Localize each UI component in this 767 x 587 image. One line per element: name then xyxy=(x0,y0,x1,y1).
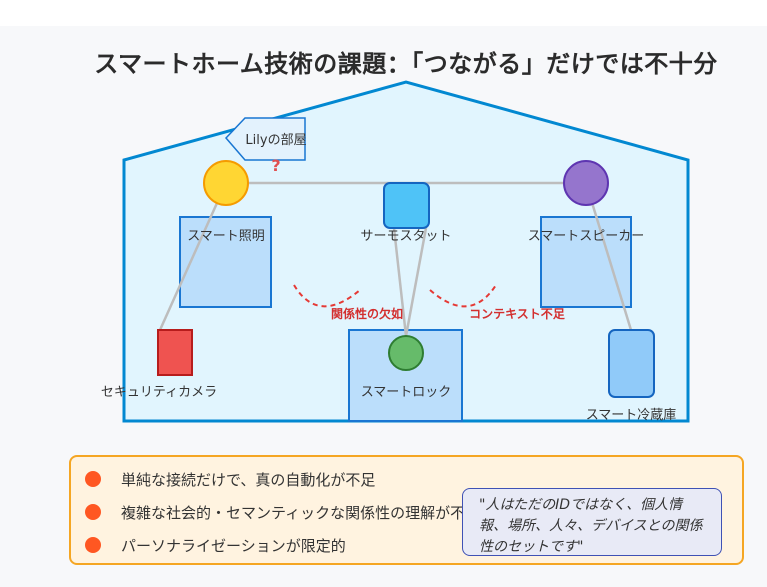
lighting-label: スマート照明 xyxy=(187,229,265,244)
thermostat-label: サーモスタット xyxy=(360,229,451,244)
connection-line xyxy=(584,182,633,331)
fridge-icon xyxy=(608,329,655,398)
issue-item: 単純な接続だけで、真の自動化が不足 xyxy=(85,467,375,491)
quote-box: "人はただのIDではなく、個人情報、場所、人々、デバイスとの関係性のセットです" xyxy=(462,488,722,556)
fridge-label: スマート冷蔵庫 xyxy=(586,408,677,423)
house-outline xyxy=(122,80,690,423)
issue-item: 複雑な社会的・セマンティックな関係性の理解が不足 xyxy=(85,500,480,524)
issue-text: パーソナライゼーションが限定的 xyxy=(121,536,346,555)
camera-label: セキュリティカメラ xyxy=(101,385,217,400)
context-warning: コンテキスト不足 xyxy=(469,307,565,321)
camera-icon xyxy=(157,329,193,376)
bullet-dot-icon xyxy=(85,504,101,520)
connection-line xyxy=(392,227,408,337)
context-gap-curve xyxy=(429,284,497,308)
lock-icon xyxy=(388,335,424,371)
speaker-icon xyxy=(563,160,609,206)
relation-warning: 関係性の欠如 xyxy=(331,306,403,321)
bullet-dot-icon xyxy=(85,471,101,487)
issue-text: 複雑な社会的・セマンティックな関係性の理解が不足 xyxy=(121,503,481,522)
lighting-room-box xyxy=(179,216,272,308)
page-title: スマートホーム技術の課題：「つながる」だけでは不十分 xyxy=(94,50,718,78)
thermostat-icon xyxy=(383,182,430,229)
room-tag xyxy=(224,117,306,161)
issue-text: 単純な接続だけで、真の自動化が不足 xyxy=(121,470,376,489)
speaker-room-box xyxy=(540,216,632,308)
light-bulb-icon xyxy=(203,160,249,206)
connection-line xyxy=(158,182,228,331)
lock-label: スマートロック xyxy=(361,385,452,400)
speaker-label: スマートスピーカー xyxy=(528,229,645,244)
question-mark-icon: ? xyxy=(271,156,280,175)
connection-lines xyxy=(158,181,633,337)
room-tag-label: Lilyの部屋 xyxy=(245,133,306,148)
relation-gap-curve xyxy=(293,284,361,308)
connection-line xyxy=(404,227,428,337)
bullet-dot-icon xyxy=(85,537,101,553)
issue-item: パーソナライゼーションが限定的 xyxy=(85,533,346,557)
